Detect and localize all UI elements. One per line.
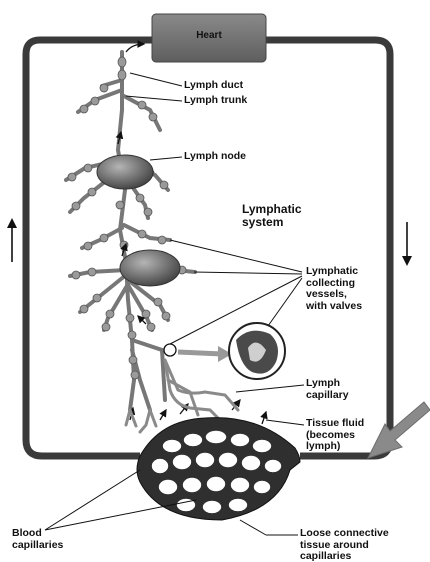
duct-to-heart-arrow	[126, 44, 144, 52]
heart-label: Heart	[152, 30, 266, 41]
lymph-node-upper	[97, 155, 153, 189]
lymph-node-label: Lymph node	[184, 151, 246, 163]
lymph-capillary-label: Lymph capillary	[306, 378, 349, 401]
valve-magnified	[229, 323, 285, 379]
lymphatic-system-title: Lymphatic system	[242, 203, 302, 229]
lymph-node-lower	[120, 250, 180, 286]
lymph-trunk-label: Lymph trunk	[184, 95, 247, 107]
up-arrow-icon	[7, 218, 17, 262]
blood-capillaries-label: Blood capillaries	[12, 528, 63, 551]
collecting-vessels-label: Lymphatic collecting vessels, with valve…	[306, 266, 362, 312]
pointer-arrow	[368, 402, 430, 458]
blood-capillary-bed	[137, 418, 300, 520]
valve-spot	[164, 344, 176, 356]
vessel-valves	[68, 57, 186, 379]
loose-connective-label: Loose connective tissue around capillari…	[300, 528, 389, 562]
lymph-duct-label: Lymph duct	[184, 80, 243, 92]
tissue-fluid-label: Tissue fluid (becomes lymph)	[306, 418, 364, 453]
down-arrow-icon	[402, 222, 412, 266]
magnify-arrow	[178, 352, 222, 354]
